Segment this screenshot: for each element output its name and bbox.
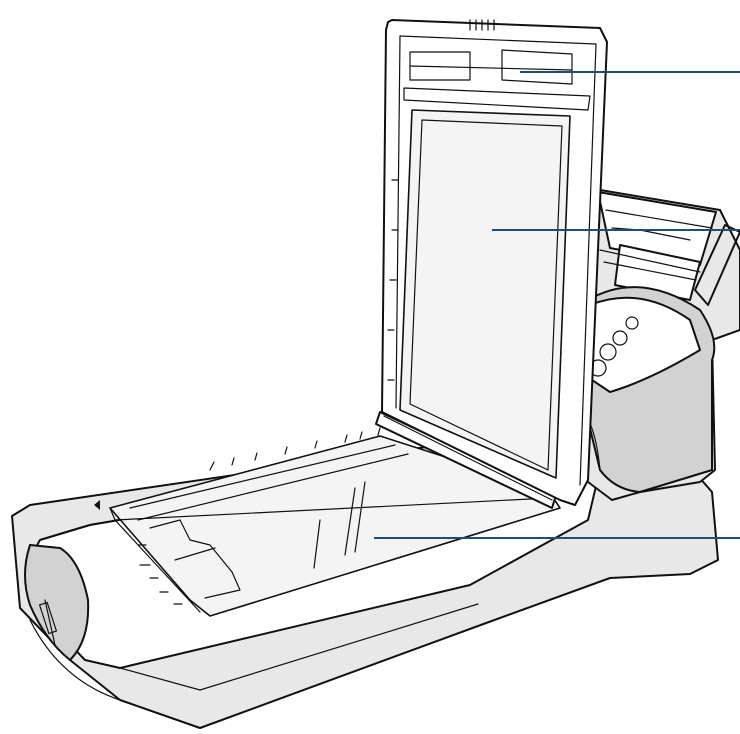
adf-unit [559,189,740,501]
open-lid [381,19,608,506]
callout-leader-lines [374,71,740,539]
document-glass [94,427,561,617]
